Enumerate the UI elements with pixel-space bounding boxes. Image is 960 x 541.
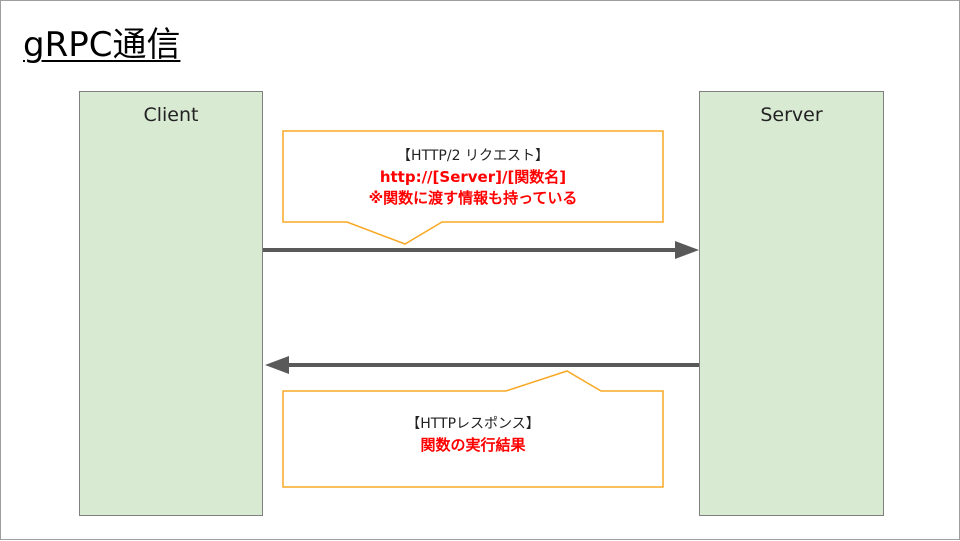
request-note: ※関数に渡す情報も持っている [368, 188, 578, 207]
request-callout-shape [282, 130, 664, 245]
request-arrow [263, 241, 699, 259]
response-callout-shape [282, 370, 664, 488]
client-label: Client [143, 104, 199, 126]
slide-title: gRPC通信 [23, 25, 181, 65]
server-label: Server [760, 104, 823, 126]
request-url: http://[Server]/[関数名] [379, 167, 567, 186]
response-heading: 【HTTPレスポンス】 [406, 416, 540, 432]
request-callout: 【HTTP/2 リクエスト】 http://[Server]/[関数名] ※関数… [283, 147, 663, 209]
response-callout: 【HTTPレスポンス】 関数の実行結果 [283, 415, 663, 456]
request-heading: 【HTTP/2 リクエスト】 [397, 148, 549, 164]
client-lane: Client [79, 91, 263, 516]
server-lane: Server [699, 91, 884, 516]
response-result: 関数の実行結果 [420, 435, 526, 454]
response-arrow [265, 356, 699, 374]
